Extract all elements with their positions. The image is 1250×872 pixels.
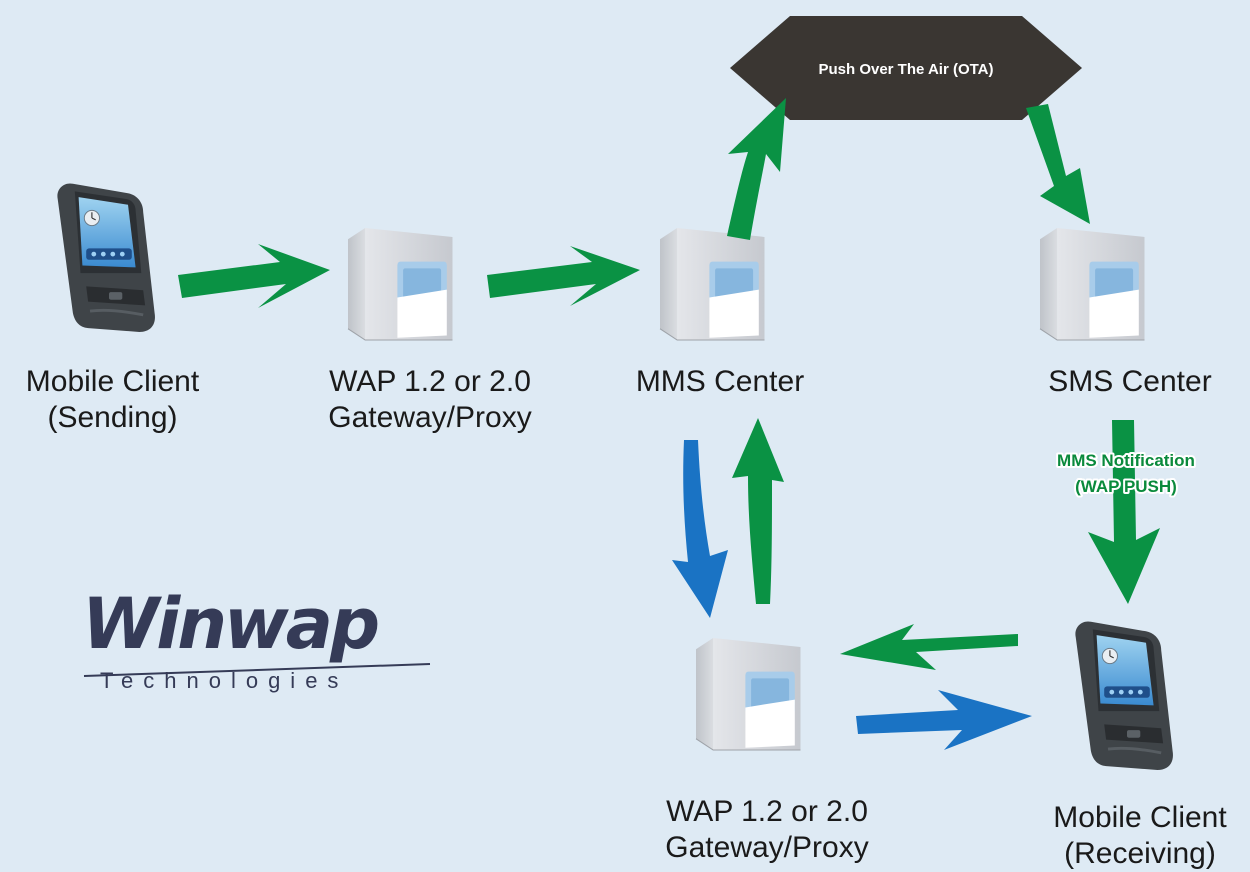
arrow-gateway-to-mms: [487, 246, 640, 306]
gateway-bottom-label: WAP 1.2 or 2.0 Gateway/Proxy: [642, 794, 892, 866]
gateway-top-server-icon: [347, 227, 454, 341]
gateway-top-label: WAP 1.2 or 2.0 Gateway/Proxy: [305, 364, 555, 436]
arrow-mms-to-gateway-down: [672, 440, 728, 618]
arrow-mms-to-ota: [727, 98, 786, 240]
gateway-bottom-label-line2: Gateway/Proxy: [665, 831, 869, 864]
notification-line1: MMS Notification: [1057, 451, 1195, 470]
sender-phone-icon: [55, 182, 157, 334]
arrow-gateway-to-mms-up: [732, 418, 784, 604]
arrow-sms-to-receiver: [1088, 420, 1160, 604]
gateway-top-label-line1: WAP 1.2 or 2.0: [329, 365, 531, 398]
mms-center-server-icon: [659, 227, 766, 341]
arrow-ota-to-sms: [1026, 104, 1090, 224]
logo-subtitle: Technologies: [100, 668, 348, 693]
arrow-receiver-to-gateway: [840, 624, 1018, 670]
receiver-phone-icon: [1073, 620, 1175, 772]
notification-line2: (WAP PUSH): [1075, 477, 1177, 496]
receiver-label-line2: (Receiving): [1064, 837, 1216, 870]
receiver-label: Mobile Client (Receiving): [1030, 800, 1250, 872]
mms-center-label-line1: MMS Center: [635, 365, 805, 398]
sender-label: Mobile Client (Sending): [0, 364, 225, 436]
sender-label-line1: Mobile Client: [25, 365, 200, 398]
sms-center-label-line1: SMS Center: [1048, 365, 1212, 398]
logo-word: Winwap: [82, 583, 378, 665]
gateway-top-label-line2: Gateway/Proxy: [328, 401, 532, 434]
ota-label: Push Over The Air (OTA): [818, 61, 993, 78]
arrow-gateway-to-receiver: [856, 690, 1032, 750]
winwap-logo: Winwap Technologies: [82, 583, 431, 693]
sender-label-line2: (Sending): [47, 401, 178, 434]
gateway-bottom-label-line1: WAP 1.2 or 2.0: [666, 795, 868, 828]
sms-center-server-icon: [1039, 227, 1146, 341]
gateway-bottom-server-icon: [695, 637, 802, 751]
receiver-label-line1: Mobile Client: [1053, 801, 1227, 834]
mms-center-label: MMS Center: [610, 364, 830, 400]
arrow-sender-to-gateway: [178, 244, 330, 308]
ota-hexagon: Push Over The Air (OTA): [730, 16, 1082, 120]
sms-center-label: SMS Center: [1020, 364, 1240, 400]
mms-notification-label: MMS Notification (WAP PUSH): [1055, 449, 1197, 498]
